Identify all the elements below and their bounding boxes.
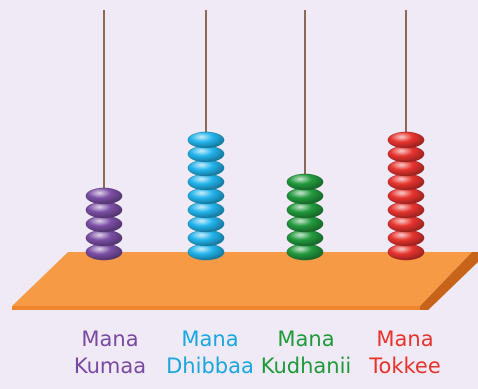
bead-hundreds-9 [187, 131, 225, 149]
bead-ones-9 [387, 131, 425, 149]
bead-hundreds-4 [187, 201, 225, 219]
bead-tens-1 [286, 243, 324, 261]
bead-tens-4 [286, 201, 324, 219]
rod-hundreds [187, 10, 225, 261]
label-thousands: Mana Kumaa [50, 326, 170, 380]
bead-thousands-2 [85, 229, 123, 247]
bead-tens-5 [286, 187, 324, 205]
bead-tens-3 [286, 215, 324, 233]
bead-hundreds-7 [187, 159, 225, 177]
board-front-face [12, 306, 420, 310]
bead-hundreds-2 [187, 229, 225, 247]
abacus-figure [12, 10, 478, 310]
rod-thousands [85, 10, 123, 261]
label-ones: Mana Tokkee [350, 326, 460, 380]
bead-hundreds-6 [187, 173, 225, 191]
bead-tens-2 [286, 229, 324, 247]
label-hundreds: Mana Dhibbaa [140, 326, 280, 380]
label-hundreds-line2: Dhibbaa [166, 354, 254, 378]
rod-tens [286, 10, 324, 261]
bead-ones-7 [387, 159, 425, 177]
label-thousands-line1: Mana [81, 327, 139, 351]
bead-ones-3 [387, 215, 425, 233]
bead-thousands-1 [85, 243, 123, 261]
bead-ones-5 [387, 187, 425, 205]
label-ones-line2: Tokkee [369, 354, 441, 378]
board-top-face [12, 252, 472, 306]
rod-ones [387, 10, 425, 261]
bead-thousands-5 [85, 187, 123, 205]
bead-thousands-3 [85, 215, 123, 233]
bead-hundreds-8 [187, 145, 225, 163]
label-tens-line2: Kudhanii [260, 354, 352, 378]
bead-tens-6 [286, 173, 324, 191]
bead-ones-6 [387, 173, 425, 191]
bead-hundreds-5 [187, 187, 225, 205]
bead-ones-4 [387, 201, 425, 219]
bead-thousands-4 [85, 201, 123, 219]
abacus-board [12, 252, 478, 310]
bead-ones-8 [387, 145, 425, 163]
label-thousands-line2: Kumaa [73, 354, 147, 378]
label-tens: Mana Kudhanii [244, 326, 368, 380]
bead-ones-1 [387, 243, 425, 261]
board-right-face [420, 252, 478, 310]
rods-layer [85, 10, 425, 261]
label-tens-line1: Mana [277, 327, 335, 351]
bead-hundreds-1 [187, 243, 225, 261]
label-hundreds-line1: Mana [181, 327, 239, 351]
label-ones-line1: Mana [376, 327, 434, 351]
bead-ones-2 [387, 229, 425, 247]
bead-hundreds-3 [187, 215, 225, 233]
